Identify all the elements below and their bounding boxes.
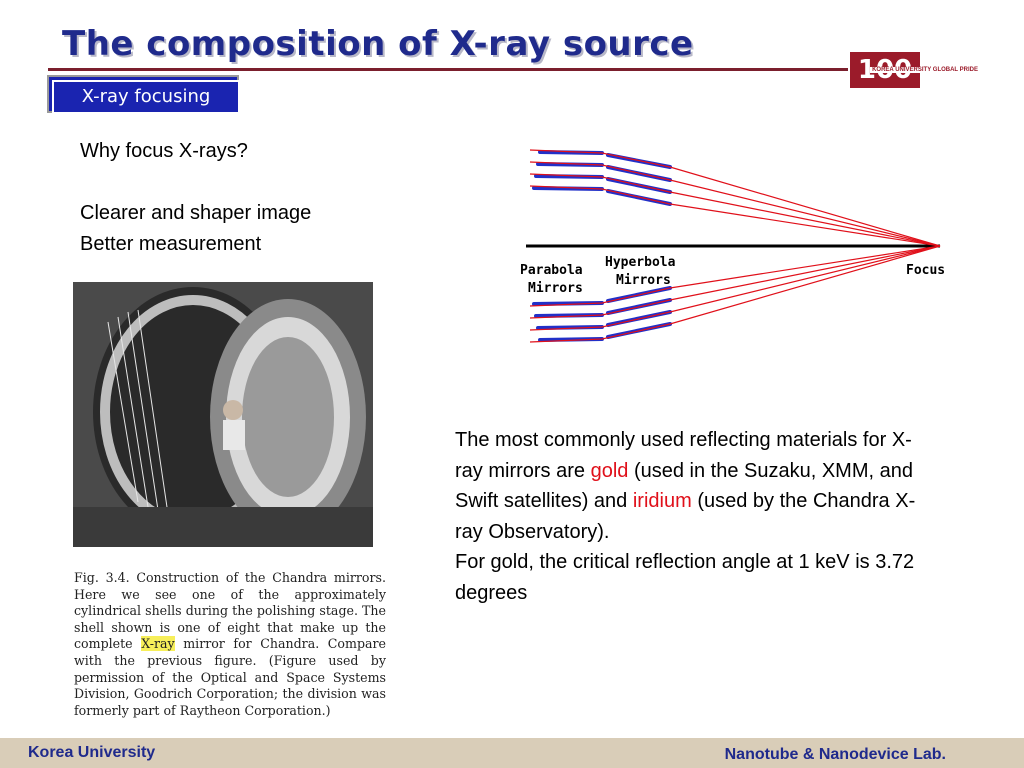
label-hyperbola-2: Mirrors — [616, 273, 671, 288]
label-parabola-2: Mirrors — [528, 281, 583, 296]
korea-university-logo: 100 KOREA UNIVERSITY GLOBAL PRIDE — [850, 52, 980, 88]
footer-university: Korea University — [28, 744, 156, 761]
body-paragraph: The most commonly used reflecting materi… — [455, 425, 935, 608]
gold-highlight: gold — [590, 459, 629, 482]
footer-bar: Korea University Nanotube & Nanodevice L… — [0, 738, 1024, 768]
body-part-2: (used in the Suzaku, XMM, and Swift sate… — [455, 459, 913, 513]
body-line-2: For gold, the critical reflection angle … — [455, 551, 915, 604]
intro-text: Why focus X-rays? Clearer and shaper ima… — [80, 136, 400, 260]
logo-text: KOREA UNIVERSITY GLOBAL PRIDE — [870, 67, 980, 73]
figure-caption: Fig. 3.4. Construction of the Chandra mi… — [74, 570, 386, 719]
mirror-shell-image — [73, 282, 373, 547]
section-tab: X-ray focusing — [52, 80, 240, 114]
body-part-3: (used by the Chandra X-ray Observatory). — [455, 490, 916, 543]
footer-lab: Nanotube & Nanodevice Lab. — [724, 746, 946, 763]
intro-reason-1: Clearer and shaper image — [80, 202, 312, 224]
intro-question: Why focus X-rays? — [80, 140, 248, 162]
title-divider — [48, 68, 848, 71]
iridium-highlight: iridium — [632, 490, 692, 512]
slide-title: The composition of X-ray source — [62, 24, 694, 64]
intro-reason-2: Better measurement — [80, 233, 262, 255]
xray-focusing-diagram: Parabola Mirrors Hyperbola Mirrors Focus — [510, 140, 980, 355]
caption-suffix: mirror for Chandra. Compare with the pre… — [74, 636, 386, 718]
caption-highlight: X-ray — [141, 636, 175, 652]
chandra-mirror-photo — [73, 282, 373, 547]
caption-prefix: Fig. 3.4. Construction of the Chandra mi… — [74, 570, 386, 652]
body-part-1: The most commonly used reflecting materi… — [455, 429, 912, 482]
label-parabola-1: Parabola — [520, 263, 583, 278]
label-hyperbola-1: Hyperbola — [605, 255, 676, 270]
label-focus: Focus — [906, 263, 945, 278]
